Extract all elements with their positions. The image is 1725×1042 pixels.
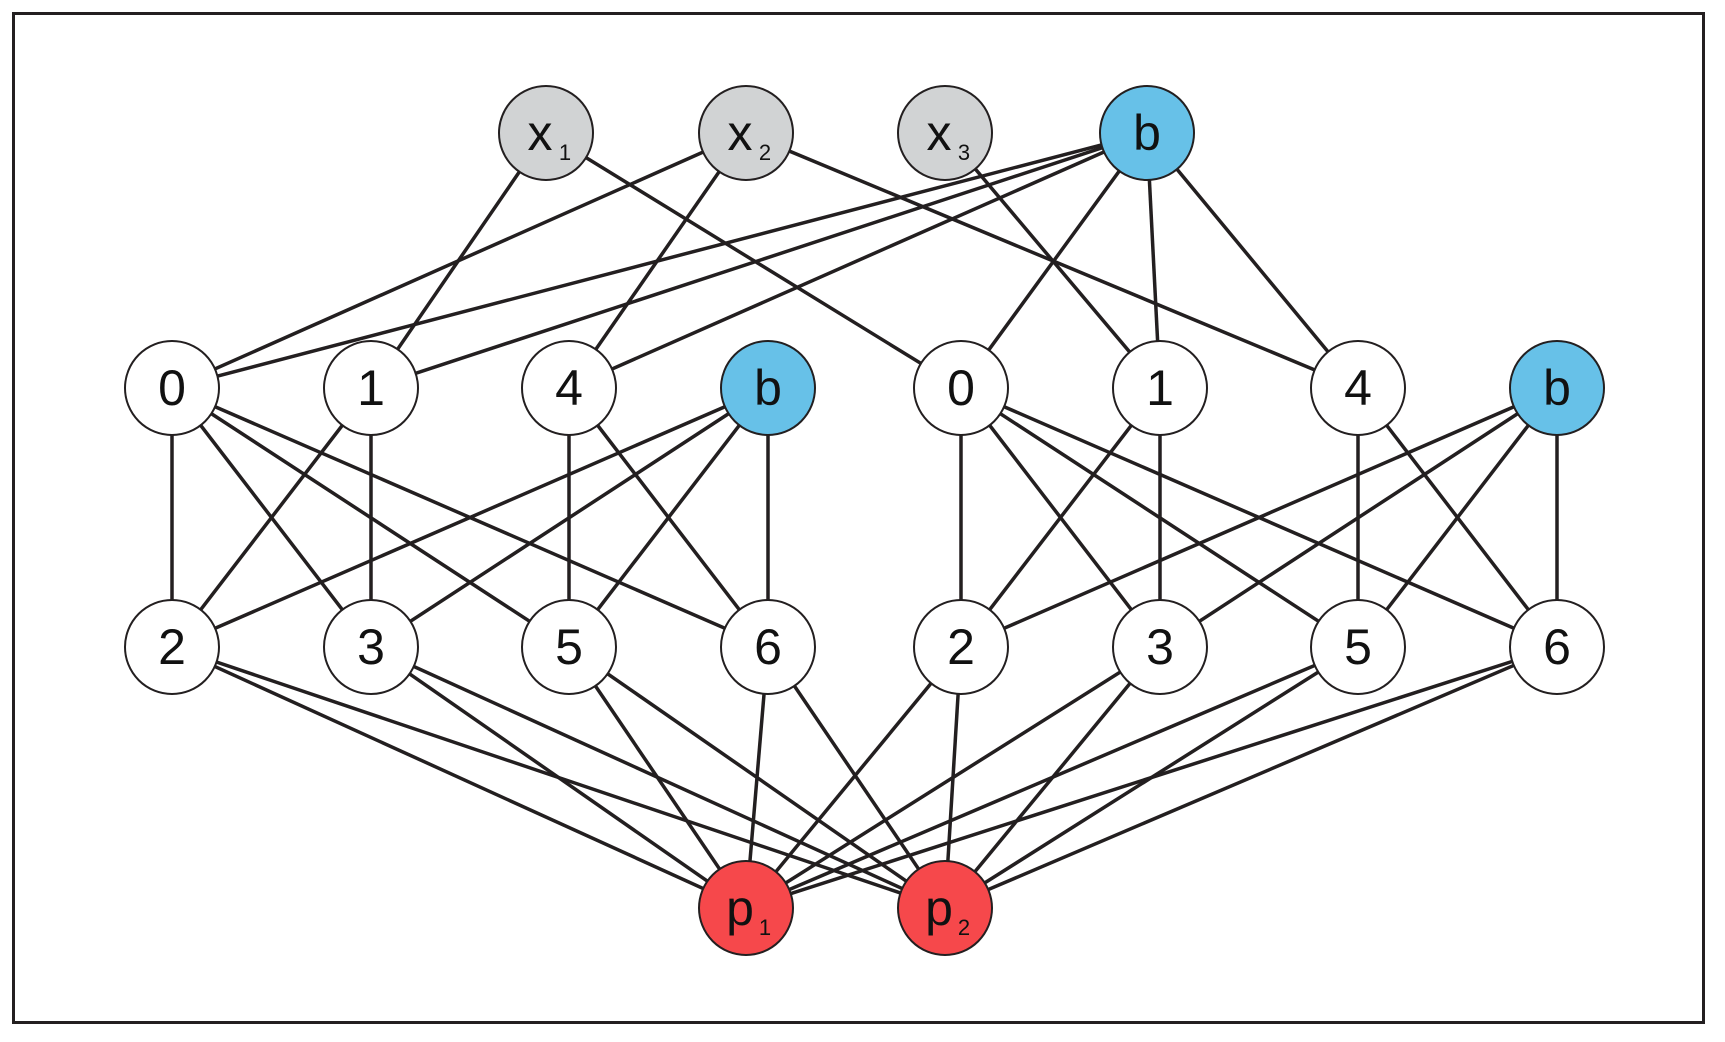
node-label-Bb: b [1543, 360, 1571, 416]
node-A1: 1 [323, 340, 419, 436]
node-circle-A1 [323, 340, 419, 436]
node-A2: 2 [124, 599, 220, 695]
node-B1: 1 [1112, 340, 1208, 436]
node-circle-A4 [521, 340, 617, 436]
edge-B2-p1 [744, 645, 963, 910]
node-circle-B5 [1310, 599, 1406, 695]
node-B4: 4 [1310, 340, 1406, 436]
node-label-x1: x [528, 105, 553, 161]
node-label-A3: 3 [357, 619, 385, 675]
node-label-A6: 6 [754, 619, 782, 675]
node-label-B2: 2 [947, 619, 975, 675]
node-subscript-p2: 2 [958, 915, 970, 940]
edge-B6-p2 [944, 645, 1558, 910]
edge-Bb-B2 [960, 386, 1558, 649]
node-label-Ab: b [754, 360, 782, 416]
edge-b0-A1 [370, 131, 1148, 390]
node-circle-x2 [698, 85, 794, 181]
edge-A3-p1 [370, 645, 747, 910]
node-circle-x3 [897, 85, 993, 181]
node-B0: 0 [913, 340, 1009, 436]
node-circle-Bb [1509, 340, 1605, 436]
node-label-x2: x [728, 105, 753, 161]
node-circle-p2 [897, 860, 993, 956]
node-label-x3: x [927, 105, 952, 161]
node-subscript-x2: 2 [759, 140, 771, 165]
node-circle-A2 [124, 599, 220, 695]
node-label-B5: 5 [1344, 619, 1372, 675]
node-circle-A0 [124, 340, 220, 436]
edge-Bb-B5 [1356, 386, 1559, 649]
node-circle-B6 [1509, 599, 1605, 695]
node-label-B1: 1 [1146, 360, 1174, 416]
edge-b0-A0 [171, 131, 1148, 390]
edge-Ab-A2 [171, 386, 769, 649]
edge-A2-p1 [171, 645, 747, 910]
edge-B5-p1 [745, 645, 1359, 910]
node-label-p1: p [726, 880, 754, 936]
node-Bb: b [1509, 340, 1605, 436]
node-subscript-x1: 1 [559, 140, 571, 165]
node-b0: b [1099, 85, 1195, 181]
edge-A1-A2 [170, 386, 373, 649]
node-circle-A5 [521, 599, 617, 695]
node-label-B0: 0 [947, 360, 975, 416]
node-B6: 6 [1509, 599, 1605, 695]
node-A6: 6 [720, 599, 816, 695]
edge-b0-B4 [1145, 131, 1360, 390]
node-circle-B1 [1112, 340, 1208, 436]
edge-A6-p2 [766, 646, 947, 909]
node-Ab: b [720, 340, 816, 436]
node-label-A4: 4 [555, 360, 583, 416]
edge-B3-p1 [745, 645, 1161, 910]
node-subscript-p1: 1 [759, 915, 771, 940]
node-label-A0: 0 [158, 360, 186, 416]
node-circle-A6 [720, 599, 816, 695]
edge-B1-B2 [959, 386, 1162, 649]
node-A0: 0 [124, 340, 220, 436]
node-B2: 2 [913, 599, 1009, 695]
node-A3: 3 [323, 599, 419, 695]
edge-A5-p1 [567, 646, 748, 909]
node-circle-B0 [913, 340, 1009, 436]
node-circle-A3 [323, 599, 419, 695]
node-A5: 5 [521, 599, 617, 695]
edge-Ab-A5 [567, 386, 770, 649]
edge-x2-A0 [171, 131, 747, 390]
edge-b0-A4 [568, 131, 1148, 390]
node-circle-b0 [1099, 85, 1195, 181]
node-B3: 3 [1112, 599, 1208, 695]
node-label-B6: 6 [1543, 619, 1571, 675]
node-B5: 5 [1310, 599, 1406, 695]
edge-B6-p1 [745, 645, 1558, 910]
node-label-b0: b [1133, 105, 1161, 161]
node-circle-B2 [913, 599, 1009, 695]
node-label-B3: 3 [1146, 619, 1174, 675]
node-circle-B3 [1112, 599, 1208, 695]
edge-Bb-B3 [1159, 386, 1558, 649]
node-circle-Ab [720, 340, 816, 436]
edge-Ab-A3 [370, 386, 769, 649]
node-circle-x1 [498, 85, 594, 181]
edge-b0-B0 [959, 131, 1149, 390]
node-label-p2: p [925, 880, 953, 936]
node-circle-p1 [698, 860, 794, 956]
node-label-A2: 2 [158, 619, 186, 675]
node-label-A5: 5 [555, 619, 583, 675]
node-subscript-x3: 3 [958, 140, 970, 165]
node-label-B4: 4 [1344, 360, 1372, 416]
node-label-A1: 1 [357, 360, 385, 416]
node-A4: 4 [521, 340, 617, 436]
node-circle-B4 [1310, 340, 1406, 436]
edge-layer [170, 131, 1559, 910]
